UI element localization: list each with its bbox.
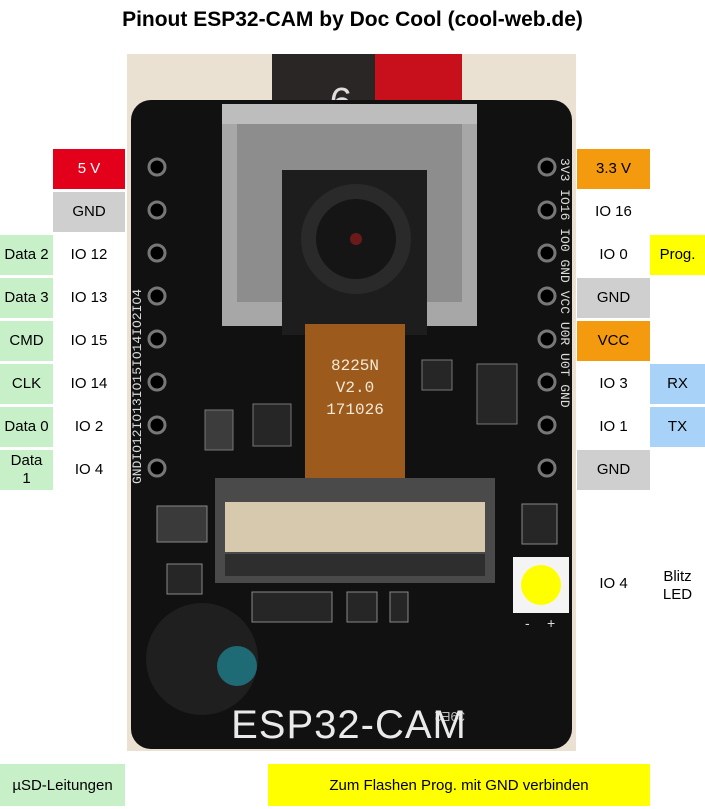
left-func-data2: Data 2 [0, 235, 53, 275]
right-pin-io0: IO 0 [599, 246, 628, 263]
right-func-rx: RX [650, 364, 705, 404]
left-pin-io4: IO 4 [74, 461, 104, 478]
flash-led-pin: IO 4 [599, 575, 628, 592]
esp32-cam-board-image: 9 8225N V2.0 171026 - + GNDIO12IO13IO1 [127, 54, 576, 751]
ribbon-cable [305, 324, 405, 494]
left-func-cmd: CMD [0, 321, 53, 361]
left-pin-io2: IO 2 [74, 418, 104, 435]
flash-led-label: Blitz LED [662, 568, 693, 603]
left-pin-io12: IO 12 [70, 246, 108, 263]
right-pin-io3: IO 3 [599, 375, 628, 392]
legend-usd-lines: µSD-Leitungen [0, 764, 125, 806]
left-pin-io14: IO 14 [70, 375, 108, 392]
left-pin-5v: 5 V [53, 149, 125, 189]
right-pin-io1: IO 1 [599, 418, 628, 435]
left-silkscreen: GNDIO12IO13IO15IO14IO2IO4 [130, 289, 145, 484]
left-func-data0: Data 0 [0, 407, 53, 447]
left-header-pins [147, 157, 167, 478]
svg-text:171026: 171026 [326, 401, 384, 419]
right-header-pins [537, 157, 557, 478]
right-pin-3v3: 3.3 V [577, 149, 650, 189]
left-pin-io15: IO 15 [70, 332, 108, 349]
legend-flash-note: Zum Flashen Prog. mit GND verbinden [268, 764, 650, 806]
right-func-tx: TX [650, 407, 705, 447]
right-pin-gnd-1: GND [577, 278, 650, 318]
svg-text:8225N: 8225N [331, 357, 379, 375]
svg-text:39E2: 39E2 [435, 709, 465, 724]
left-pin-gnd: GND [53, 192, 125, 232]
board-name: ESP32-CAM [231, 703, 467, 747]
right-func-prog: Prog. [650, 235, 705, 275]
svg-text:-: - [525, 615, 530, 631]
page-title: Pinout ESP32-CAM by Doc Cool (cool-web.d… [122, 8, 583, 31]
svg-text:V2.0: V2.0 [336, 379, 374, 397]
svg-text:+: + [547, 615, 555, 631]
right-silkscreen: 3V3 IO16 IO0 GND VCC U0R U0T GND [557, 158, 572, 408]
left-func-clk: CLK [0, 364, 53, 404]
right-pin-vcc: VCC [577, 321, 650, 361]
left-func-data3: Data 3 [0, 278, 53, 318]
right-pin-gnd-2: GND [577, 450, 650, 490]
left-pin-io13: IO 13 [70, 289, 108, 306]
right-pin-io16: IO 16 [595, 203, 632, 220]
left-func-data1: Data 1 [0, 450, 53, 490]
